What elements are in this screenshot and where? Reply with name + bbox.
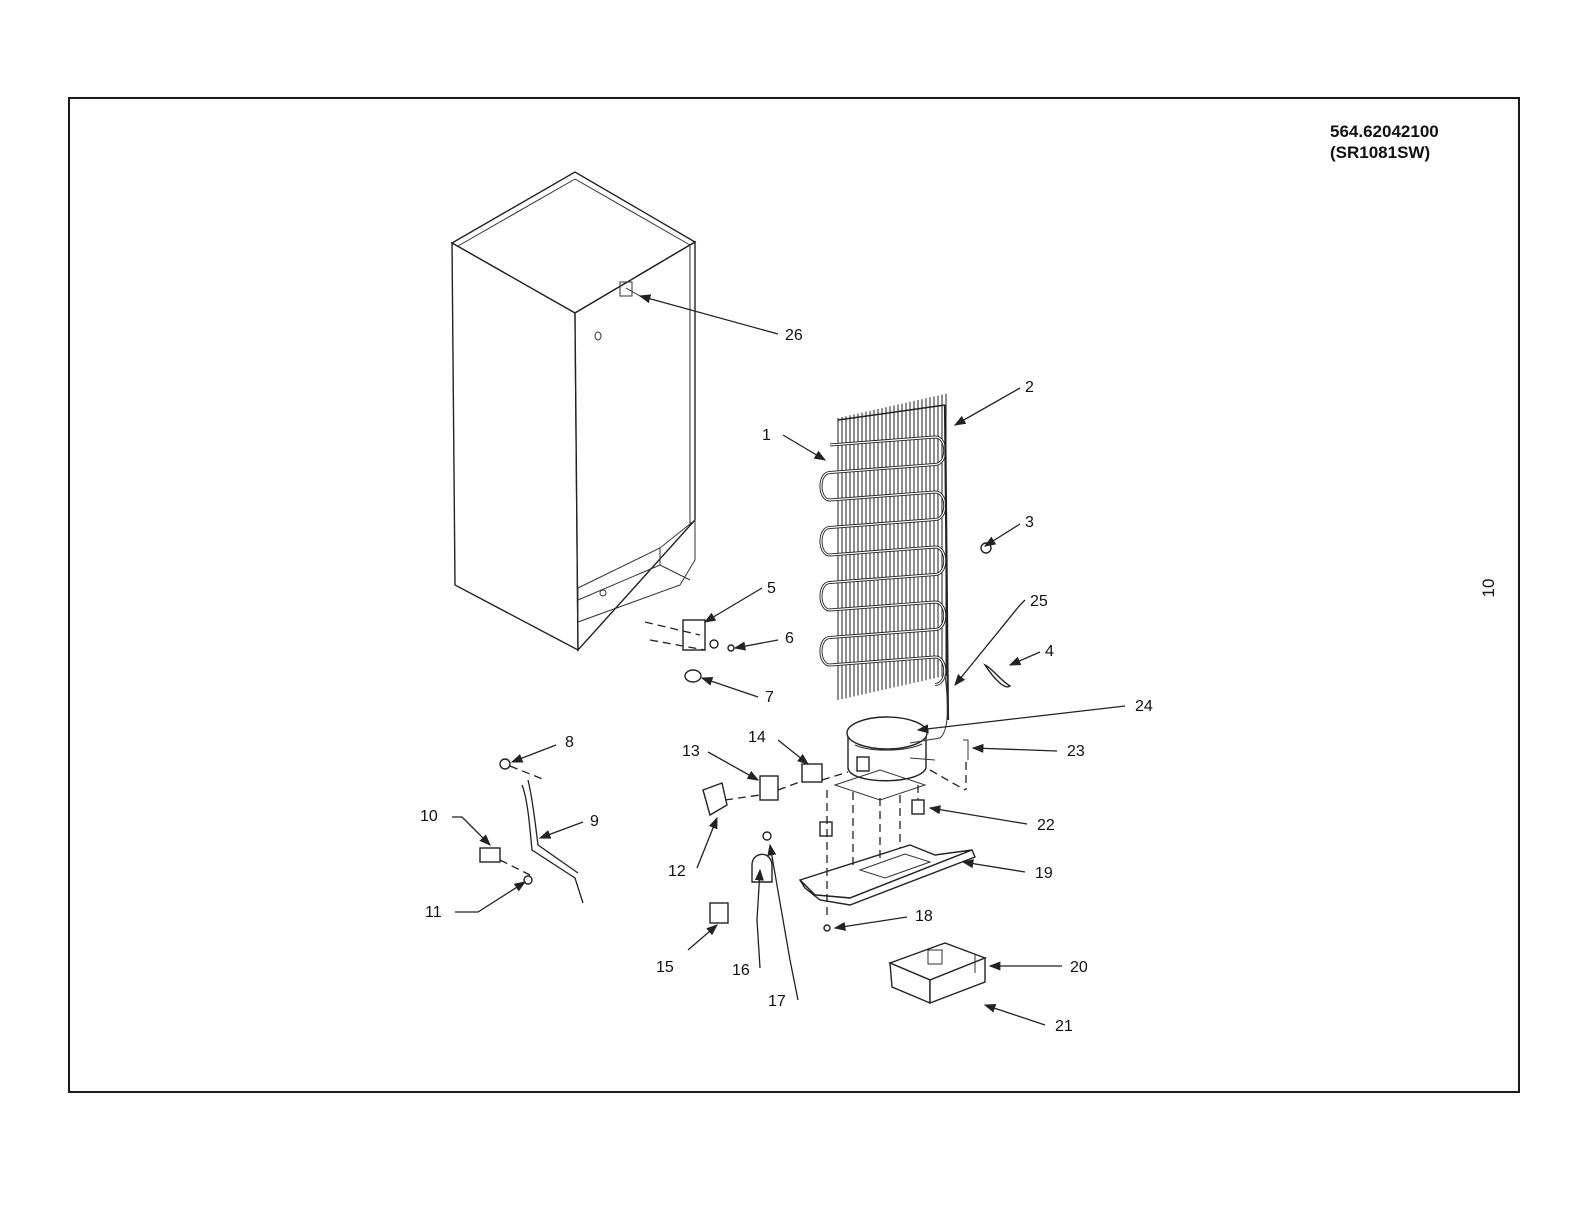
callout-5: 5 [767,580,776,597]
callout-13: 13 [682,743,700,760]
callout-17: 17 [768,993,786,1010]
callout-23: 23 [1067,743,1085,760]
condenser-drawing [821,394,948,720]
callout-14: 14 [748,729,766,746]
cabinet-drawing [452,172,695,650]
callout-22: 22 [1037,817,1055,834]
callout-24: 24 [1135,698,1153,715]
callout-7: 7 [765,689,774,706]
callout-2: 2 [1025,379,1034,396]
callout-3: 3 [1025,514,1034,531]
callout-4: 4 [1045,643,1054,660]
callout-25: 25 [1030,593,1048,610]
relay-box-drawing [890,943,985,1003]
callout-19: 19 [1035,865,1053,882]
callout-8: 8 [565,734,574,751]
callout-15: 15 [656,959,674,976]
callout-9: 9 [590,813,599,830]
callout-16: 16 [732,962,750,979]
callout-10: 10 [420,808,438,825]
callout-12: 12 [668,863,686,880]
callout-21: 21 [1055,1018,1073,1035]
callout-26: 26 [785,327,803,344]
callout-1: 1 [762,427,771,444]
compressor-drawing [835,675,947,800]
callout-6: 6 [785,630,794,647]
callout-20: 20 [1070,959,1088,976]
callout-18: 18 [915,908,933,925]
condenser-element [838,405,945,420]
base-plate-drawing [800,845,975,905]
callout-11: 11 [425,904,442,921]
